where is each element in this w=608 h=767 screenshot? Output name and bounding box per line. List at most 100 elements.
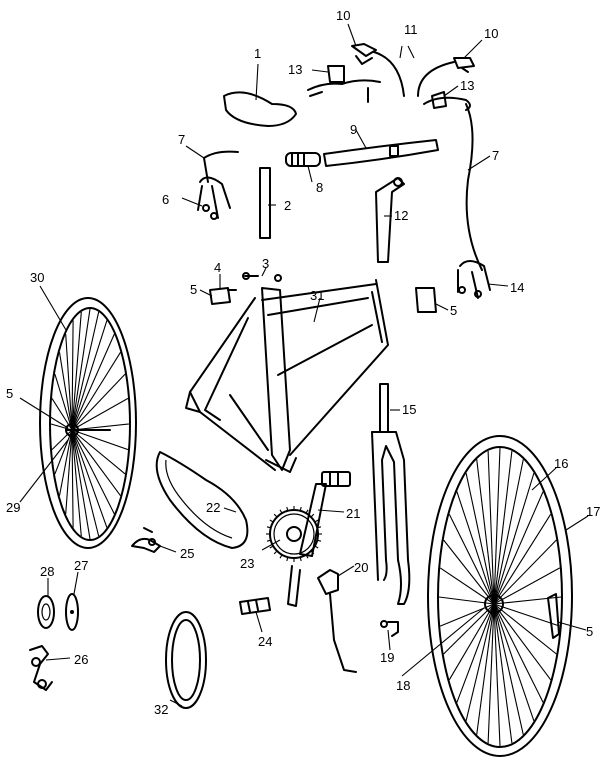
spoke — [448, 513, 495, 605]
chainring-tooth — [279, 509, 283, 514]
spoke — [493, 472, 535, 605]
part-labels: 1 2 3 4 5 5 5 5 6 7 7 8 9 10 10 11 12 13… — [6, 8, 600, 717]
label-12: 12 — [394, 208, 408, 223]
label-27: 27 — [74, 558, 88, 573]
chainring-tooth — [317, 539, 322, 542]
spoke — [71, 429, 108, 528]
seat-post — [259, 167, 271, 239]
spoke — [487, 603, 495, 744]
spoke — [71, 429, 91, 540]
chainring-tooth — [299, 506, 302, 511]
label-9: 9 — [350, 122, 357, 137]
spoke — [71, 429, 115, 515]
crank-arm — [287, 471, 351, 607]
inner-tube — [165, 611, 207, 709]
label-21: 21 — [346, 506, 360, 521]
chainring-tooth — [266, 539, 271, 542]
spoke — [493, 603, 524, 735]
spoke — [443, 603, 495, 655]
label-32: 32 — [154, 702, 168, 717]
spoke — [493, 459, 524, 605]
label-7-right: 7 — [492, 148, 499, 163]
chainring-tooth — [305, 509, 309, 514]
pedal — [239, 597, 271, 615]
label-19: 19 — [380, 650, 394, 665]
chainring-tooth — [314, 519, 319, 523]
spoke — [493, 450, 513, 605]
label-11: 11 — [404, 22, 418, 37]
spoke — [456, 603, 495, 703]
spoke — [54, 429, 73, 475]
rear-wheel — [427, 435, 573, 757]
spoke — [71, 429, 82, 537]
label-13-left: 13 — [288, 62, 302, 77]
shifter-cable-left — [373, 51, 405, 97]
rear-wheel-spokes — [438, 447, 562, 747]
spoke — [71, 320, 74, 431]
spoke — [51, 429, 73, 450]
shifter-cable-right — [417, 61, 455, 97]
label-14: 14 — [510, 280, 524, 295]
chainring-tooth — [269, 545, 274, 549]
label-8: 8 — [316, 180, 323, 195]
spoke — [71, 352, 121, 431]
spoke — [54, 373, 73, 431]
front-fork — [371, 383, 411, 605]
shifter-left — [307, 65, 381, 103]
spoke — [476, 603, 495, 735]
chainring-tooth — [310, 513, 315, 518]
reflector-right — [415, 287, 437, 313]
chainring-tooth — [299, 557, 302, 562]
label-10-right: 10 — [484, 26, 498, 41]
spoke — [71, 320, 108, 431]
label-1: 1 — [254, 46, 261, 61]
leader-lines — [19, 23, 589, 707]
spoke — [456, 491, 495, 605]
spoke — [493, 603, 544, 703]
spoke — [465, 603, 495, 722]
brake-lever-right — [453, 57, 475, 73]
chainring-tooth — [314, 545, 319, 549]
chainring-tooth — [273, 513, 278, 518]
chainring-tooth — [317, 526, 322, 529]
label-13-right: 13 — [460, 78, 474, 93]
spoke — [58, 429, 73, 496]
label-3: 3 — [262, 256, 269, 271]
brake-cable-right — [465, 103, 483, 271]
spoke — [71, 311, 82, 431]
rear-hub — [484, 594, 504, 614]
spoke — [493, 603, 557, 655]
label-30: 30 — [30, 270, 44, 285]
spoke — [493, 603, 552, 681]
label-10-left: 10 — [336, 8, 350, 23]
chainring-tooth — [286, 557, 289, 562]
seat-clamp-bolt — [242, 272, 282, 282]
chainring-tooth — [279, 554, 283, 559]
spoke — [71, 429, 129, 451]
spoke — [493, 491, 544, 605]
spoke — [439, 567, 495, 605]
spoke — [71, 373, 126, 431]
spoke — [65, 334, 73, 431]
spoke — [493, 567, 561, 605]
chainring-tooth — [286, 506, 289, 511]
chainring — [266, 506, 322, 562]
label-7-left: 7 — [178, 132, 185, 147]
frame — [185, 279, 389, 473]
label-4: 4 — [214, 260, 221, 275]
chainring-tooth — [266, 526, 271, 529]
label-23: 23 — [240, 556, 254, 571]
label-6: 6 — [162, 192, 169, 207]
spoke — [493, 513, 552, 605]
label-5-reflector-left: 5 — [190, 282, 197, 297]
spoke — [58, 352, 73, 431]
label-20: 20 — [354, 560, 368, 575]
label-26: 26 — [74, 652, 88, 667]
label-22: 22 — [206, 500, 220, 515]
label-29: 29 — [6, 500, 20, 515]
front-brake-caliper — [197, 150, 239, 220]
label-5-rear-reflector: 5 — [586, 624, 593, 639]
label-16: 16 — [554, 456, 568, 471]
derailleur — [131, 527, 161, 553]
